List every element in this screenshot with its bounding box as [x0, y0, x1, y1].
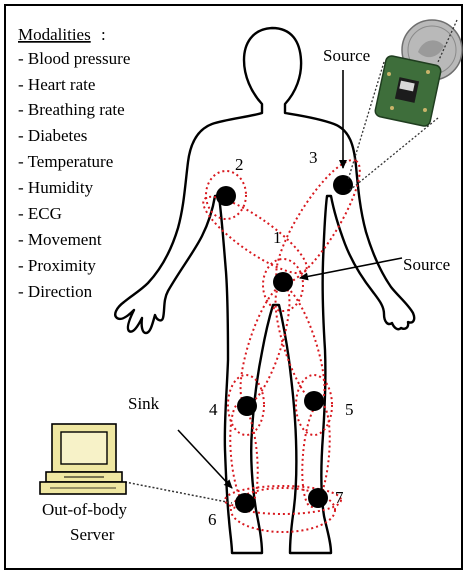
- computer-server-icon: [40, 424, 126, 494]
- node-6: [235, 493, 255, 513]
- node-label-3: 3: [309, 148, 318, 167]
- node-5: [304, 391, 324, 411]
- node-4: [237, 396, 257, 416]
- node-label-4: 4: [209, 400, 218, 419]
- node-2: [216, 186, 236, 206]
- source-label-right: Source: [403, 255, 450, 274]
- modality-item: - Heart rate: [18, 75, 95, 94]
- node-label-7: 7: [335, 488, 344, 507]
- sink-label: Sink: [128, 394, 160, 413]
- node-label-5: 5: [345, 400, 354, 419]
- modalities-heading: Modalities: [18, 25, 91, 44]
- node-label-2: 2: [235, 155, 244, 174]
- modality-item: - Breathing rate: [18, 100, 125, 119]
- modalities-heading-colon: :: [101, 25, 106, 44]
- modality-item: - Blood pressure: [18, 49, 130, 68]
- server-label-line2: Server: [70, 525, 115, 544]
- modality-item: - Humidity: [18, 178, 94, 197]
- node-label-6: 6: [208, 510, 217, 529]
- modality-item: - Diabetes: [18, 126, 87, 145]
- modality-item: - Proximity: [18, 256, 96, 275]
- modality-item: - Movement: [18, 230, 102, 249]
- modality-item: - Direction: [18, 282, 93, 301]
- server-label-line1: Out-of-body: [42, 500, 127, 519]
- source-label-top: Source: [323, 46, 370, 65]
- node-7: [308, 488, 328, 508]
- node-label-1: 1: [273, 228, 282, 247]
- node-3: [333, 175, 353, 195]
- modality-item: - Temperature: [18, 152, 113, 171]
- modality-item: - ECG: [18, 204, 62, 223]
- node-1: [273, 272, 293, 292]
